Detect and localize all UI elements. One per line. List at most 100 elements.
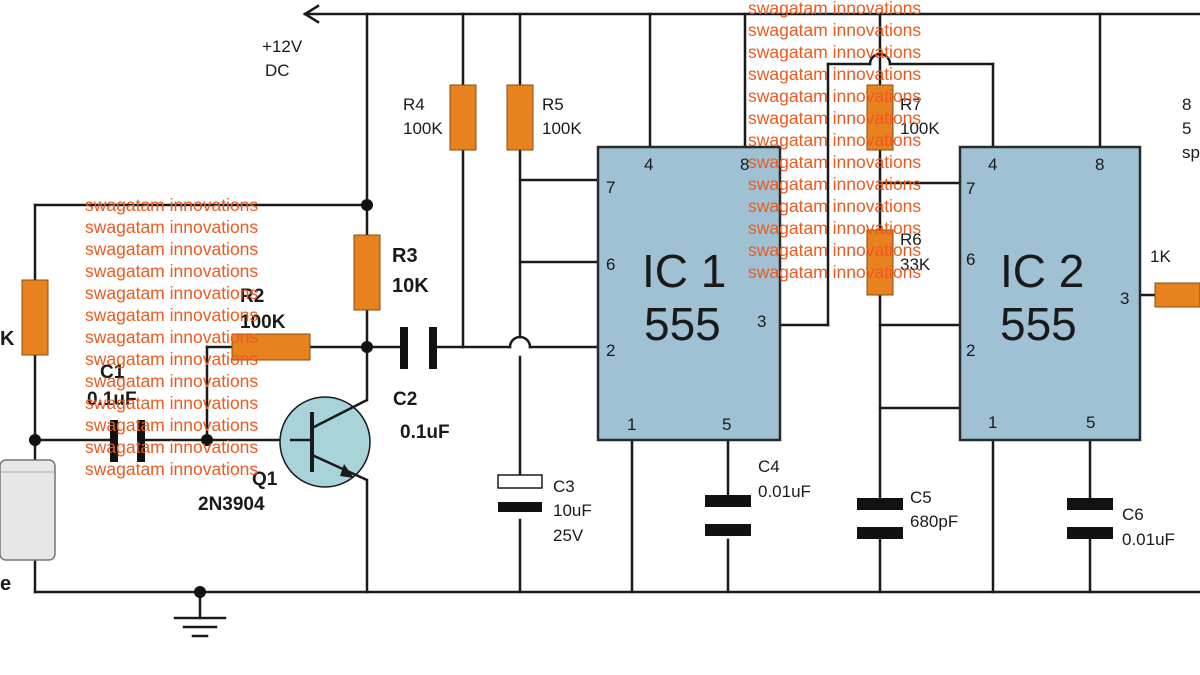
c1-name: C1 [100,362,125,383]
watermark-text: swagatam innovations [85,349,258,369]
c1-value: 0.1uF [87,389,137,410]
capacitor-c1 [110,420,145,462]
watermark-text: swagatam innovations [748,152,921,172]
q1-name: Q1 [252,469,278,490]
watermark-text: swagatam innovations [748,130,921,150]
resistor-left-value: K [0,328,15,350]
capacitor-c3 [497,474,543,512]
ic1-pin-3: 3 [757,312,766,331]
watermark-text: swagatam innovations [748,86,921,106]
supply-voltage: +12V [262,37,303,56]
watermark-text: swagatam innovations [748,0,921,18]
watermark-text: swagatam innovations [85,371,258,391]
watermark-text: swagatam innovations [85,239,258,259]
watermark-text: swagatam innovations [85,217,258,237]
c3-name: C3 [553,477,575,496]
c5-name: C5 [910,488,932,507]
c3-voltage: 25V [553,526,584,545]
resistor-r3 [353,234,381,311]
r2-value: 100K [240,312,286,333]
c6-value: 0.01uF [1122,530,1175,549]
resistor-r2 [231,333,311,361]
r4-name: R4 [403,95,425,114]
watermark-text: swagatam innovations [85,261,258,281]
watermark-text: swagatam innovations [748,64,921,84]
supply-type: DC [265,61,290,80]
c2-name: C2 [393,389,417,410]
watermark-text: swagatam innovations [748,20,921,40]
r6-name: R6 [900,230,922,249]
ic1-pin-4: 4 [644,155,653,174]
watermark-text: swagatam innovations [748,218,921,238]
r7-value: 100K [900,119,940,138]
note-line-2: 5 [1182,119,1191,138]
watermark-text: swagatam innovations [85,195,258,215]
ic1-pin-5: 5 [722,415,731,434]
resistor-left [21,279,49,356]
watermark-text: swagatam innovations [85,305,258,325]
c3-value: 10uF [553,501,592,520]
resistor-output [1154,282,1200,308]
capacitor-c5 [857,498,903,539]
mic-label: e [0,573,11,595]
watermark-text: swagatam innovations [748,240,921,260]
watermark-text: swagatam innovations [748,108,921,128]
ic2-pin-2: 2 [966,341,975,360]
c5-value: 680pF [910,512,958,531]
watermark-text: swagatam innovations [748,174,921,194]
c4-value: 0.01uF [758,482,811,501]
watermark-text: swagatam innovations [85,415,258,435]
ic1-pin-2: 2 [606,341,615,360]
c2-value: 0.1uF [400,422,450,443]
r5-value: 100K [542,119,582,138]
q1-part: 2N3904 [198,494,265,515]
ic1-pin-7: 7 [606,178,615,197]
note-line-1: 8 [1182,95,1191,114]
capacitor-c2 [400,327,437,369]
wires [33,4,1200,638]
ic2-pin-5: 5 [1086,413,1095,432]
ic2-pin-6: 6 [966,250,975,269]
ic2-pin-1: 1 [988,413,997,432]
watermark-text: swagatam innovations [85,437,258,457]
ic1-pin-1: 1 [627,415,636,434]
ic2-pin-4: 4 [988,155,997,174]
watermark-text: swagatam innovations [85,393,258,413]
r6-value: 33K [900,255,931,274]
ic1-part: 555 [644,298,721,350]
r5-name: R5 [542,95,564,114]
transistor-q1 [279,396,371,488]
ic2-body [958,145,1142,442]
c4-name: C4 [758,457,780,476]
r4-value: 100K [403,119,443,138]
watermark-text: swagatam innovations [85,283,258,303]
ic2-pin-3: 3 [1120,289,1129,308]
microphone [0,459,56,561]
ic2-name: IC 2 [1000,245,1084,297]
watermark-text: swagatam innovations [748,196,921,216]
r-out-value: 1K [1150,247,1171,266]
r3-value: 10K [392,275,429,297]
ic1-pin-8: 8 [740,155,749,174]
r3-name: R3 [392,245,418,267]
watermark-text: swagatam innovations [748,262,921,282]
ic2-pin-7: 7 [966,179,975,198]
ic1-body [596,145,782,442]
watermark-text: swagatam innovations [85,459,258,479]
resistor-r6 [866,229,894,296]
note-line-3: sp [1182,143,1200,162]
ic2-part: 555 [1000,298,1077,350]
ic2-pin-8: 8 [1095,155,1104,174]
resistor-r4 [449,84,477,151]
watermark-text: swagatam innovations [748,42,921,62]
resistor-r7 [866,84,894,151]
r2-name: R2 [240,286,264,307]
ic1-pin-6: 6 [606,255,615,274]
c6-name: C6 [1122,505,1144,524]
resistor-r5 [506,84,534,151]
ic1-name: IC 1 [642,245,726,297]
capacitor-c6 [1067,498,1113,539]
